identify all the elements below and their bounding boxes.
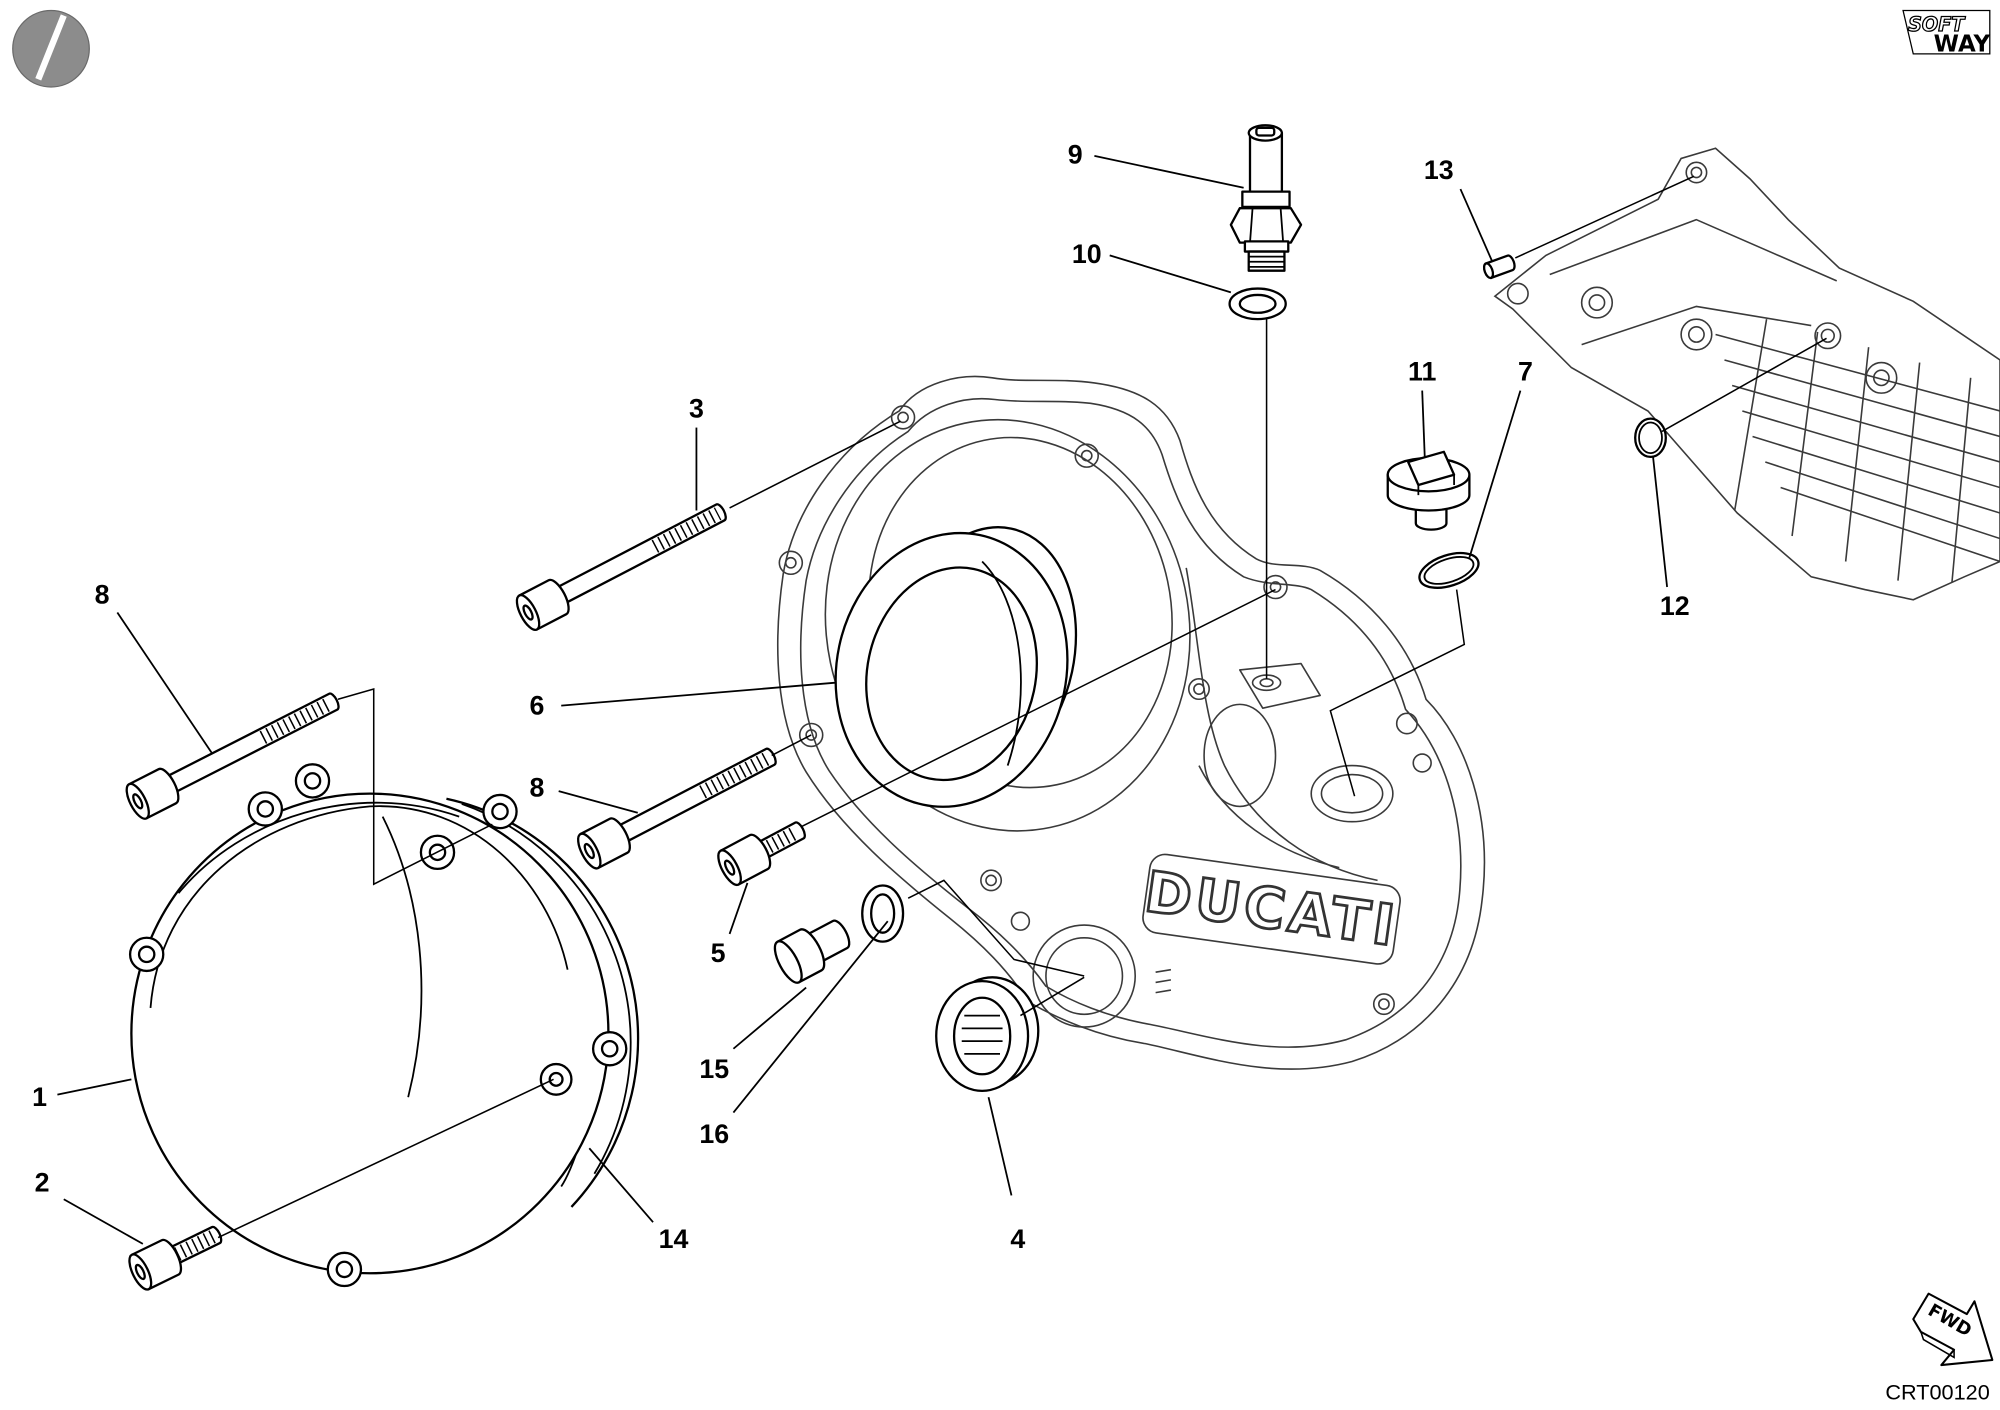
callout-12: 12: [1660, 591, 1690, 621]
callout-11: 11: [1408, 356, 1436, 386]
oil-filler-cap: [1386, 450, 1471, 531]
callout-2: 2: [35, 1168, 50, 1198]
callout-16: 16: [699, 1119, 729, 1149]
callout-15: 15: [699, 1054, 729, 1084]
bolt-8-middle: [576, 747, 777, 870]
callout-8-middle: 8: [530, 772, 545, 802]
o-ring-12: [1634, 417, 1667, 459]
temperature-sensor: [1229, 124, 1303, 272]
sensor-washer: [1228, 287, 1287, 321]
crankcase-fragment: [1493, 147, 2000, 601]
assembly-lines: [217, 175, 1827, 1239]
dowel-pin: [1482, 254, 1516, 280]
callout-7: 7: [1518, 356, 1533, 386]
brand-logo-line2: WAY: [1934, 31, 1991, 57]
leader-lines: [57, 155, 1668, 1245]
callouts: 9 10 13 3 11 7 12 8 6 8 5 15 16 1 2 14 4: [32, 140, 1690, 1254]
o-ring-7: [1418, 551, 1480, 589]
large-oil-seal: [834, 526, 1078, 808]
callout-1: 1: [32, 1082, 47, 1112]
crankcase-ribs: [1549, 218, 2000, 588]
bolt-8-left: [125, 692, 340, 820]
bolt-5: [717, 821, 806, 887]
sealing-washer: [861, 884, 905, 943]
callout-9: 9: [1068, 140, 1083, 170]
bolt-2: [128, 1225, 223, 1291]
callout-3: 3: [689, 393, 704, 423]
forward-arrow-icon: FWD: [1912, 1292, 1994, 1367]
callout-4: 4: [1010, 1224, 1025, 1254]
drain-plug: [773, 919, 851, 984]
drawing-code: CRT00120: [1885, 1380, 1989, 1405]
clutch-cover: [128, 763, 640, 1288]
bolt-3: [515, 503, 727, 632]
callout-6: 6: [530, 691, 545, 721]
callout-10: 10: [1072, 239, 1102, 269]
small-oil-seal: [935, 976, 1040, 1092]
callout-13: 13: [1424, 155, 1454, 185]
publisher-logo-icon: [12, 9, 90, 88]
callout-8-left: 8: [95, 580, 110, 610]
callout-14: 14: [659, 1224, 689, 1254]
brand-logo-line1: SOFT: [1908, 13, 1966, 36]
callout-5: 5: [711, 938, 726, 968]
brand-logo: SOFT WAY: [1902, 9, 1991, 57]
